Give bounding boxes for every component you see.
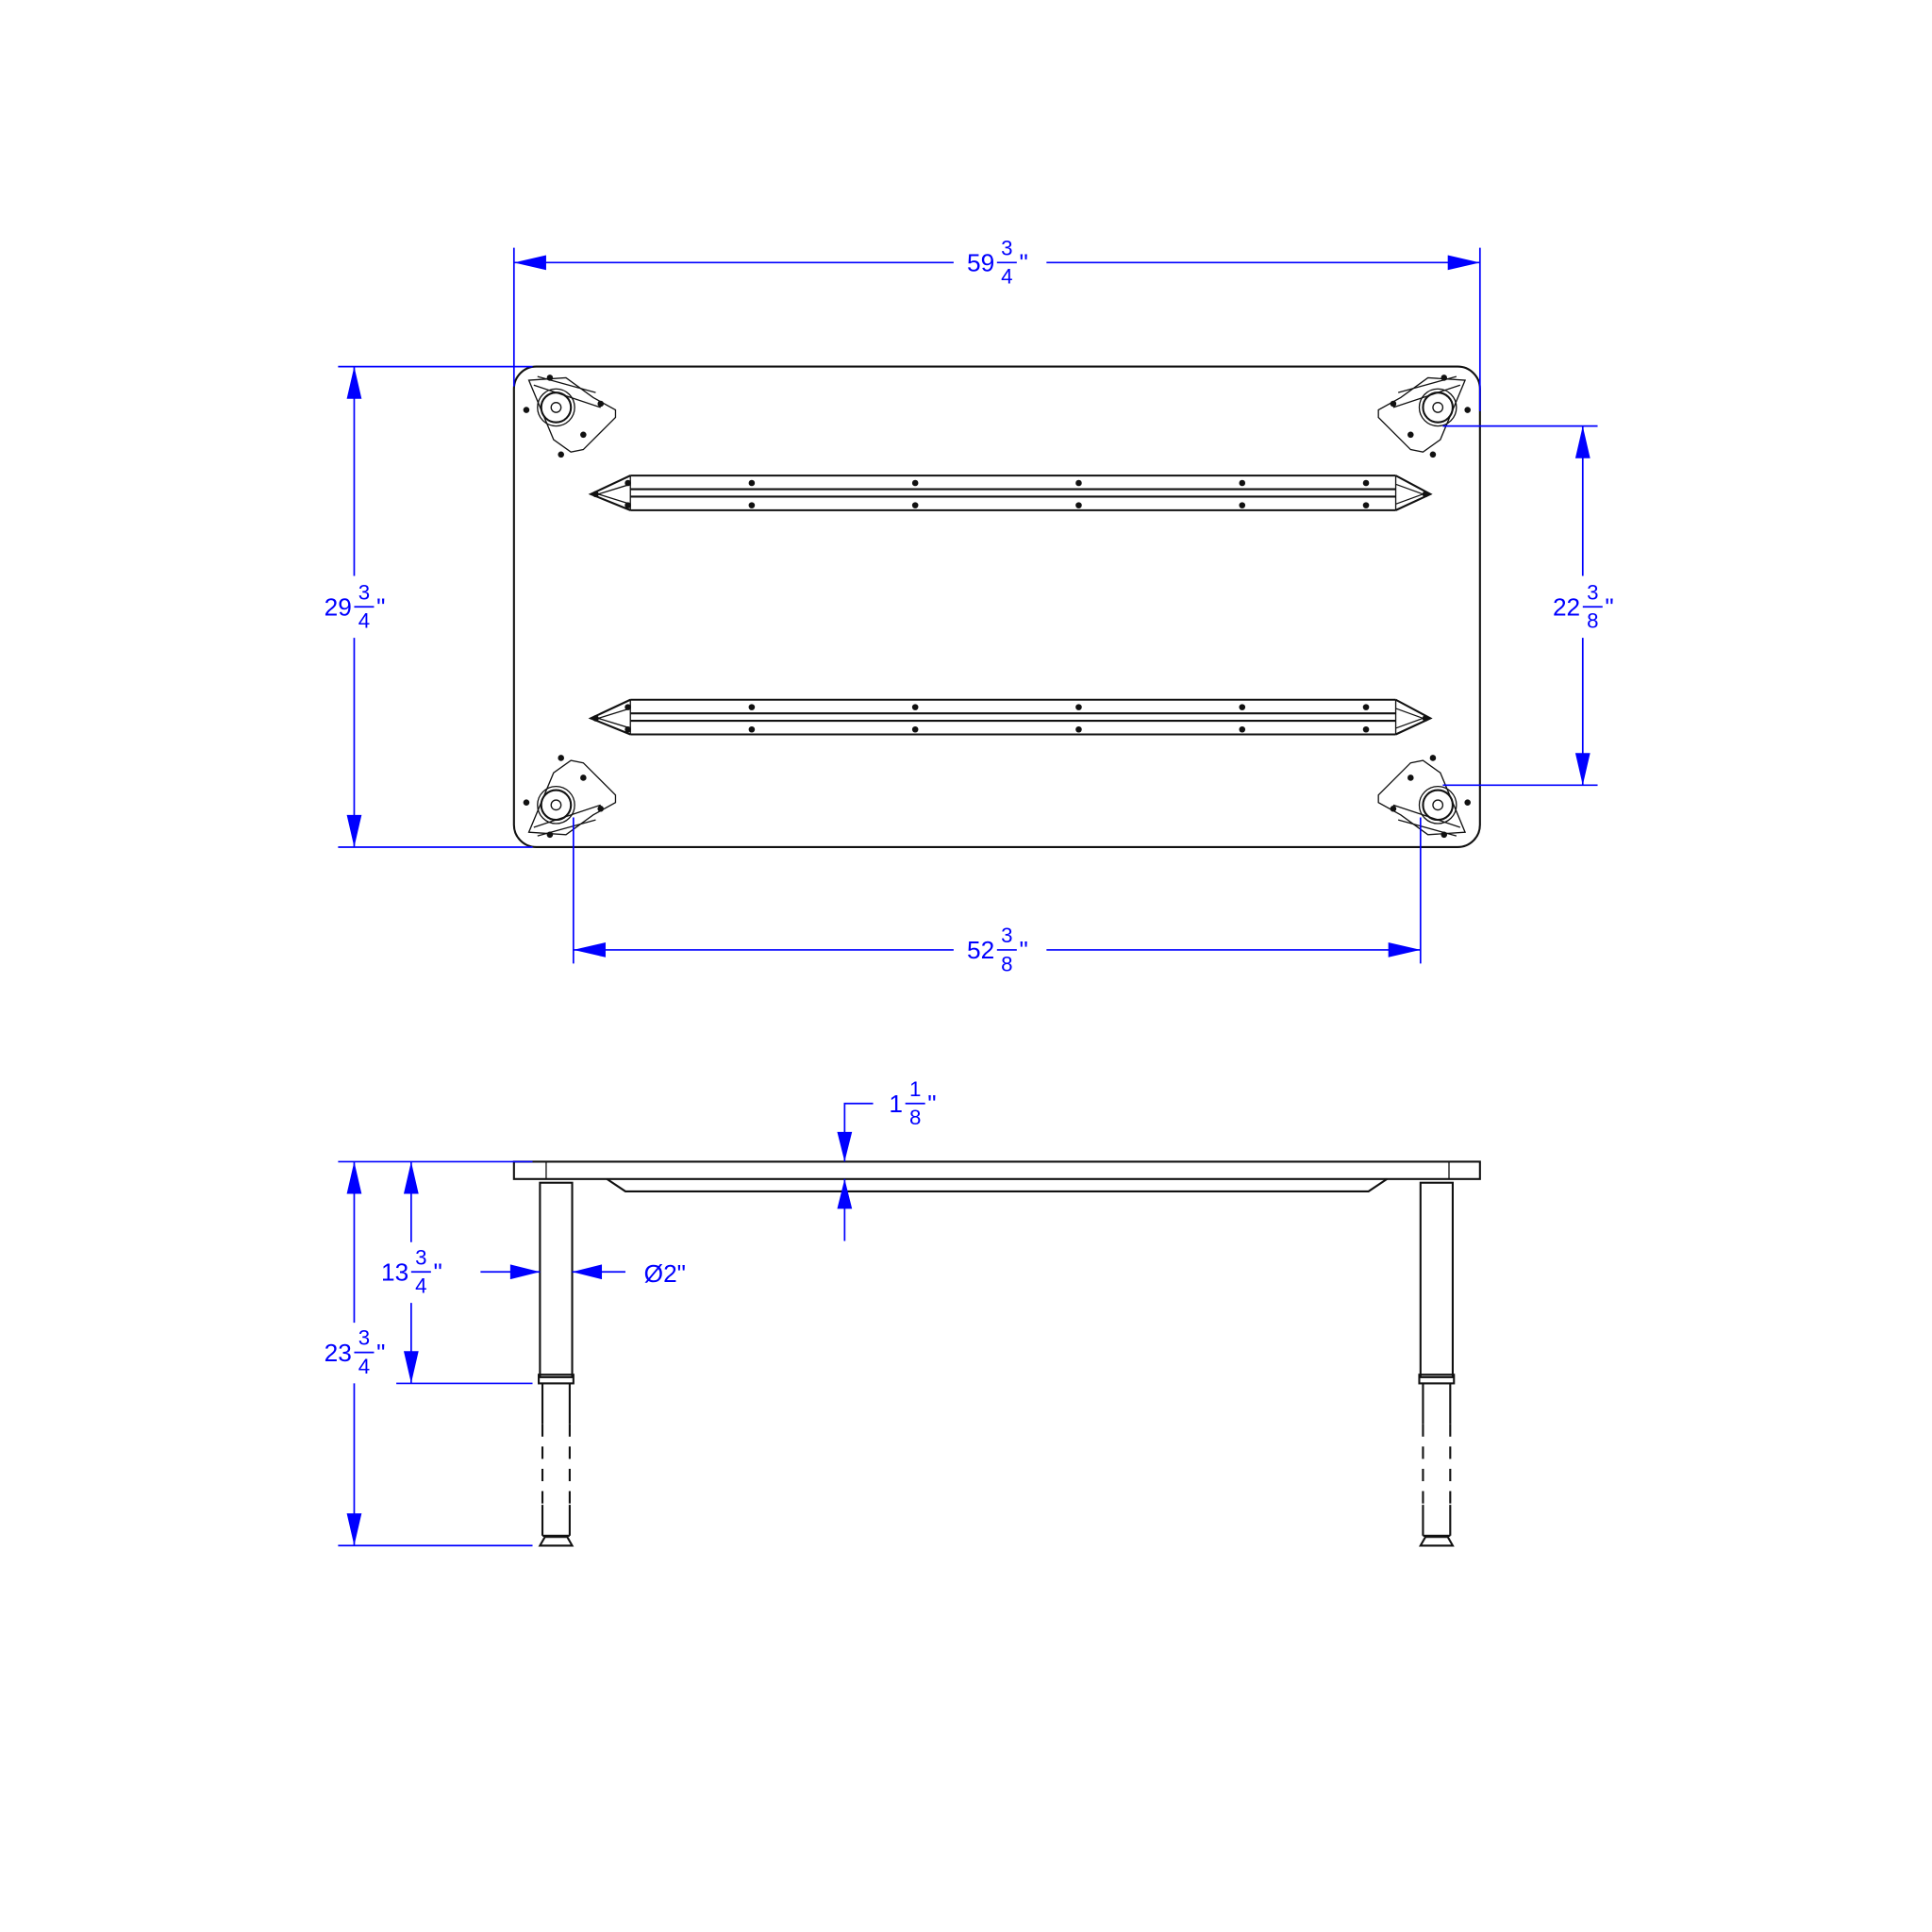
dim-denominator: 8: [1587, 609, 1598, 633]
dim-unit: ": [1019, 936, 1027, 964]
corner-bracket: [522, 374, 617, 459]
corner-bracket: [522, 754, 617, 840]
dim-denominator: 4: [358, 609, 370, 633]
dim-numerator: 1: [909, 1077, 921, 1101]
dim-unit: ": [1605, 592, 1613, 621]
dim-unit: ": [376, 592, 385, 621]
dim-numerator: 3: [358, 1326, 370, 1350]
dim-unit: ": [433, 1257, 441, 1286]
side-view: 1 1 8 " Ø2" 13 3 4 " 23 3: [325, 1077, 1481, 1547]
dimension-overall-width: 29 3 4 ": [325, 365, 533, 848]
dim-whole: 59: [967, 249, 994, 277]
dim-denominator: 4: [358, 1355, 370, 1378]
top-view: 59 3 4 " 29 3 4 " 22 3 8 ": [325, 236, 1614, 975]
dim-numerator: 3: [1001, 924, 1012, 947]
dim-whole: 1: [889, 1090, 903, 1118]
dim-numerator: 3: [358, 580, 370, 604]
dim-numerator: 3: [415, 1245, 426, 1269]
dim-denominator: 4: [415, 1274, 426, 1298]
dimension-overall-length: 59 3 4 ": [512, 236, 1481, 411]
dim-diameter-label: Ø2": [644, 1259, 686, 1288]
dim-whole: 22: [1553, 592, 1580, 621]
leg-right: [1418, 1181, 1456, 1547]
support-rail: [590, 698, 1432, 736]
rail-side: [606, 1177, 1388, 1192]
dim-numerator: 3: [1001, 236, 1012, 259]
dim-denominator: 4: [1001, 265, 1012, 289]
tabletop-side: [512, 1160, 1481, 1180]
support-rail: [590, 475, 1432, 511]
dim-denominator: 8: [909, 1106, 921, 1129]
dimension-top-thickness: 1 1 8 ": [837, 1077, 937, 1241]
dimension-leg-spacing-width: 22 3 8 ": [1442, 425, 1614, 787]
tabletop-outline: [512, 365, 1481, 849]
dimension-overall-height: 23 3 4 ": [325, 1160, 533, 1547]
leg-left: [538, 1181, 575, 1547]
corner-bracket: [1377, 374, 1473, 459]
dim-whole: 29: [325, 592, 352, 621]
dimension-leg-diameter: Ø2": [480, 1259, 686, 1288]
dim-whole: 13: [381, 1257, 408, 1286]
dimension-leg-spacing-length: 52 3 8 ": [572, 817, 1422, 975]
dim-unit: ": [927, 1090, 936, 1118]
corner-bracket: [1377, 754, 1473, 840]
dim-whole: 52: [967, 936, 994, 964]
dim-unit: ": [1019, 249, 1027, 277]
dim-numerator: 3: [1587, 580, 1598, 604]
dimension-min-height-upper: 13 3 4 ": [381, 1161, 533, 1385]
dim-denominator: 8: [1001, 952, 1012, 975]
dim-unit: ": [376, 1339, 385, 1367]
dim-whole: 23: [325, 1339, 352, 1367]
